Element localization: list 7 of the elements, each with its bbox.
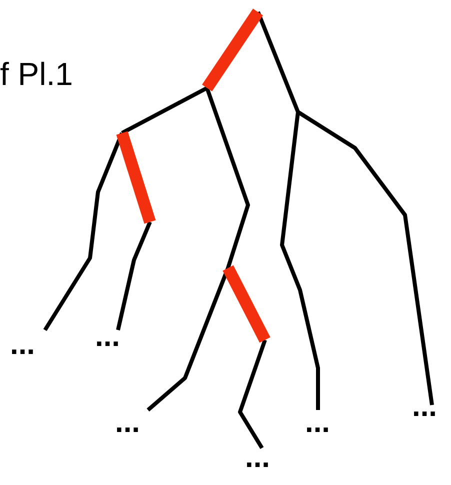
ellipsis-label: ... [10,330,36,360]
ellipsis-label: ... [305,408,330,438]
ellipsis-label: ... [95,322,120,352]
ellipsis-label: ... [412,392,438,422]
ellipsis-label: ... [115,408,140,438]
title-text: f Pl.1 [0,58,73,90]
ellipsis-label: ... [245,443,270,473]
